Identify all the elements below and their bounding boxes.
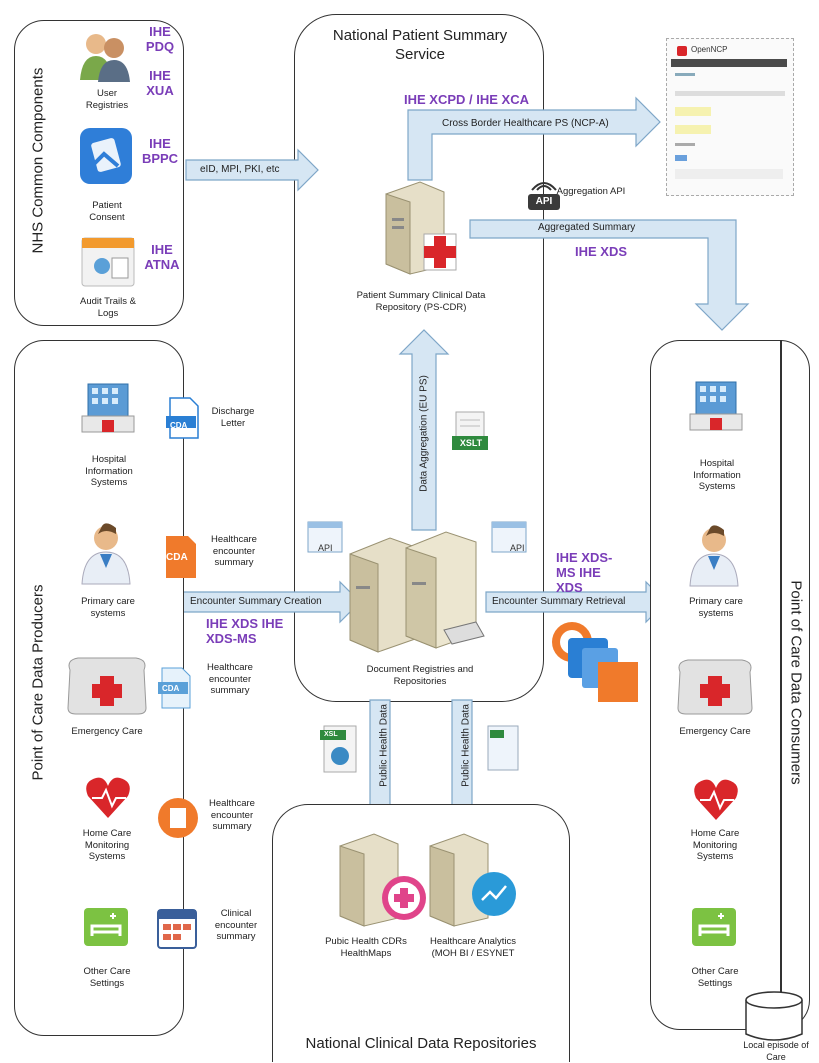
emergency-kit-icon bbox=[67, 657, 147, 715]
aggregated-summary-label: Aggregated Summary bbox=[538, 222, 636, 233]
api-badge: API bbox=[528, 194, 560, 210]
ihe-bppc-label: IHE BPPC bbox=[141, 136, 179, 166]
consumer-other-label: Other Care Settings bbox=[691, 966, 739, 989]
producer-primary-label: Primary care systems bbox=[81, 596, 135, 619]
wifi-icon bbox=[531, 182, 557, 191]
enc1-cda-icon bbox=[166, 536, 196, 578]
api-right-label: API bbox=[510, 543, 525, 553]
analytics-server-icon bbox=[429, 833, 516, 927]
public-health-server-icon bbox=[339, 833, 426, 927]
cda-stack-icon bbox=[552, 622, 638, 702]
discharge-letter-label: Discharge Letter bbox=[211, 406, 255, 429]
public-health-label-1: Public Health Data bbox=[378, 704, 390, 787]
ncdr-title: National Clinical Data Repositories bbox=[305, 1035, 537, 1052]
public-health-cdr-label: Pubic Health CDRs HealthMaps bbox=[325, 936, 407, 959]
consumer-bed-icon bbox=[692, 908, 736, 946]
user-registries-icon bbox=[80, 34, 130, 82]
npss-title: National Patient Summary Service bbox=[332, 27, 508, 63]
ncdr-panel bbox=[272, 804, 570, 1062]
ps-cdr-server-icon bbox=[385, 181, 457, 275]
document-registries-server-icon bbox=[349, 531, 485, 653]
ihe-xcpd-label: IHE XCPD / IHE XCA bbox=[404, 92, 529, 107]
xsl-doc-icon-right bbox=[487, 725, 519, 771]
enc3-label: Healthcare encounter summary bbox=[209, 798, 255, 832]
ihe-atna-label: IHE ATNA bbox=[144, 242, 180, 272]
openncp-title: OpenNCP bbox=[691, 45, 728, 54]
xsl-left-label: XSL bbox=[324, 731, 338, 738]
aggregation-api-label: Aggregation API bbox=[556, 186, 626, 197]
enc2-label: Healthcare encounter summary bbox=[207, 662, 253, 696]
consumer-emergency-label: Emergency Care bbox=[679, 726, 751, 737]
data-aggregation-arrow bbox=[398, 329, 450, 531]
enc1-cda-label: CDA bbox=[166, 552, 188, 563]
eid-arrow bbox=[185, 148, 319, 192]
analytics-label: Healthcare Analytics (MOH BI / ESYNET bbox=[429, 936, 517, 959]
producer-other-label: Other Care Settings bbox=[83, 966, 131, 989]
cross-border-arrow bbox=[407, 96, 661, 181]
ihe-xds-ms-right-label: IHE XDS-MS IHE XDS bbox=[556, 550, 613, 595]
discharge-cda-label: CDA bbox=[170, 421, 188, 430]
discharge-cda-icon bbox=[166, 397, 199, 439]
encounter-retrieval-label: Encounter Summary Retrieval bbox=[492, 596, 626, 607]
api-left-label: API bbox=[318, 543, 333, 553]
api-right-icon bbox=[491, 521, 527, 553]
producer-hospital-label: Hospital Information Systems bbox=[85, 454, 133, 488]
encounter-creation-label: Encounter Summary Creation bbox=[190, 596, 322, 607]
api-left-icon bbox=[307, 521, 343, 553]
consumer-primary-label: Primary care systems bbox=[689, 596, 743, 619]
consumers-divider bbox=[780, 340, 782, 1030]
xsl-doc-icon-left bbox=[320, 725, 357, 773]
xslt-label: XSLT bbox=[459, 438, 483, 448]
consumer-hospital-icon bbox=[689, 381, 743, 431]
hospital-icon bbox=[81, 383, 135, 433]
public-health-label-2: Public Health Data bbox=[460, 704, 472, 787]
openncp-screenshot: OpenNCP bbox=[666, 38, 794, 196]
ihe-xua-label: IHE XUA bbox=[146, 68, 174, 98]
enc2-cda-label: CDA bbox=[162, 684, 180, 693]
consumer-home-label: Home Care Monitoring Systems bbox=[690, 828, 740, 862]
enc1-label: Healthcare encounter summary bbox=[211, 534, 257, 568]
eid-arrow-label: eID, MPI, PKI, etc bbox=[200, 164, 280, 175]
document-registries-label: Document Registries and Repositories bbox=[366, 664, 474, 687]
bed-icon bbox=[84, 908, 128, 946]
aggregated-summary-arrow bbox=[469, 219, 750, 331]
user-registries-label: User Registries bbox=[85, 88, 129, 111]
producer-home-label: Home Care Monitoring Systems bbox=[82, 828, 132, 862]
local-database-icon bbox=[745, 991, 803, 1041]
enc3-clipboard-icon bbox=[158, 798, 198, 838]
doctor-icon bbox=[81, 523, 131, 585]
consumer-emergency-icon bbox=[677, 659, 753, 715]
producer-emergency-label: Emergency Care bbox=[71, 726, 143, 737]
consumers-title: Point of Care Data Consumers bbox=[787, 580, 805, 785]
consumer-hospital-label: Hospital Information Systems bbox=[693, 458, 741, 492]
ihe-xds-top-label: IHE XDS bbox=[574, 244, 627, 259]
patient-consent-icon bbox=[80, 128, 132, 184]
ihe-pdq-label: IHE PDQ bbox=[145, 24, 175, 54]
audit-trails-icon bbox=[81, 237, 135, 287]
audit-trails-label: Audit Trails & Logs bbox=[80, 296, 136, 319]
ihe-xds-left-label: IHE XDS IHE XDS-MS bbox=[206, 616, 284, 646]
patient-consent-label: Patient Consent bbox=[89, 200, 125, 223]
consumer-doctor-icon bbox=[689, 525, 739, 587]
ps-cdr-label: Patient Summary Clinical Data Repository… bbox=[356, 290, 486, 313]
local-episode-label: Local episode of Care bbox=[743, 1040, 809, 1062]
openncp-logo-icon bbox=[677, 46, 687, 56]
consumer-heart-icon bbox=[694, 779, 738, 820]
data-aggregation-label: Data Aggregation (EU PS) bbox=[418, 375, 430, 492]
cross-border-label: Cross Border Healthcare PS (NCP-A) bbox=[442, 118, 609, 129]
enc2-cda-icon bbox=[158, 667, 191, 709]
clinical-label: Clinical encounter summary bbox=[214, 908, 258, 942]
xslt-doc-icon bbox=[452, 411, 488, 450]
heart-monitor-icon bbox=[86, 777, 130, 818]
clinical-calendar-icon bbox=[157, 909, 197, 949]
producers-title: Point of Care Data Producers bbox=[29, 584, 47, 781]
